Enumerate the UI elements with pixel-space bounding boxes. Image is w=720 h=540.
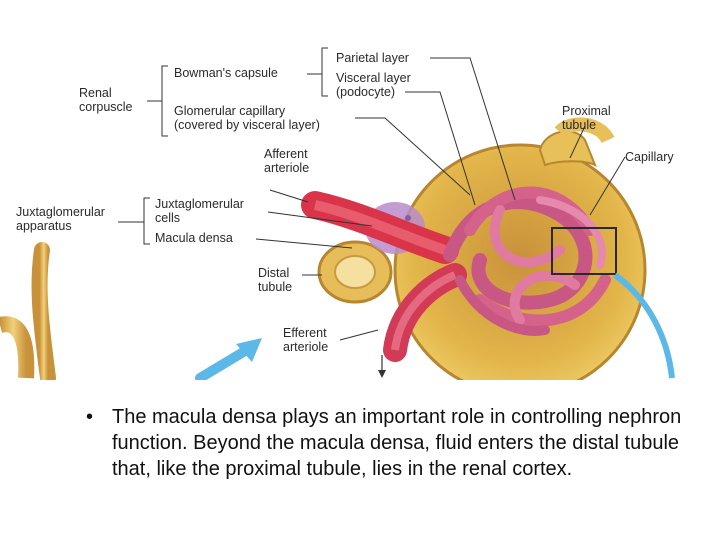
blue-flow-arrow-right (613, 272, 675, 379)
label-distal-tubule: Distal tubule (258, 266, 293, 294)
afferent-arteriole-shape (301, 191, 459, 264)
leader-lines (118, 47, 626, 341)
blue-flow-arrow-bottom (195, 338, 262, 380)
side-tubule-left (0, 242, 56, 380)
label-capillary: Capillary (625, 150, 674, 164)
label-efferent-arteriole: Efferent arteriole (283, 326, 329, 354)
efferent-arteriole-shape (383, 263, 467, 362)
distal-tubule-shape (317, 240, 393, 304)
bullet-text: The macula densa plays an important role… (112, 406, 682, 480)
label-afferent-arteriole: Afferent arteriole (264, 147, 310, 175)
label-juxtaglomerular-apparatus: Juxtaglomerular apparatus (16, 205, 105, 233)
label-renal-corpuscle: Renal corpuscle (79, 86, 133, 114)
bullet-paragraph: • The macula densa plays an important ro… (86, 404, 686, 482)
label-proximal-tubule: Proximal tubule (562, 104, 611, 132)
nephron-illustration (0, 47, 675, 380)
bullet-marker: • (86, 406, 94, 428)
label-glomerular-capillary: Glomerular capillary (covered by viscera… (174, 104, 320, 132)
label-juxtaglomerular-cells: Juxtaglomerular cells (155, 197, 244, 225)
label-macula-densa: Macula densa (155, 231, 233, 245)
label-bowmans-capsule: Bowman's capsule (174, 66, 278, 80)
label-parietal-layer: Parietal layer (336, 51, 409, 65)
glomerular-capillaries-shape (443, 186, 611, 336)
capillary-highlight-box (551, 227, 617, 275)
label-visceral-layer: Visceral layer (podocyte) (336, 71, 411, 99)
down-arrow-icon (378, 355, 386, 378)
